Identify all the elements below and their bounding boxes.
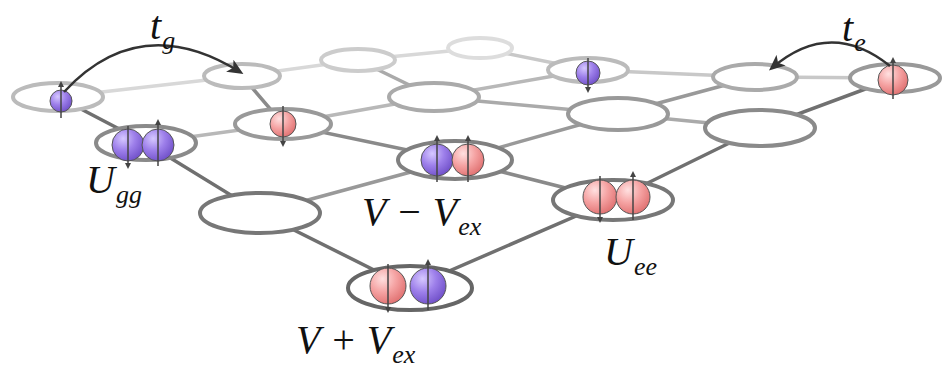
subscript: e <box>854 28 866 57</box>
subscript: ee <box>634 252 657 281</box>
symbol: U <box>604 229 633 274</box>
coupling-label: V + Vex <box>296 320 415 360</box>
atoms <box>50 61 908 304</box>
coupling-label: V − Vex <box>362 192 481 232</box>
subscript: g <box>162 26 175 55</box>
spin-arrows <box>61 58 893 310</box>
coupling-label: te <box>842 8 866 48</box>
hopping-arrows <box>64 42 890 92</box>
symbol: V − V <box>362 189 457 234</box>
lattice-bonds <box>58 48 895 288</box>
symbol: t <box>842 5 853 50</box>
lattice-sites <box>13 38 940 310</box>
subscript: ex <box>458 212 481 241</box>
subscript: ex <box>392 340 415 369</box>
symbol: t <box>150 3 161 48</box>
coupling-label: Uee <box>604 232 657 272</box>
symbol: U <box>86 157 115 202</box>
symbol: V + V <box>296 317 391 362</box>
coupling-label: tg <box>150 6 175 46</box>
coupling-label: Ugg <box>86 160 142 200</box>
subscript: gg <box>116 180 142 209</box>
